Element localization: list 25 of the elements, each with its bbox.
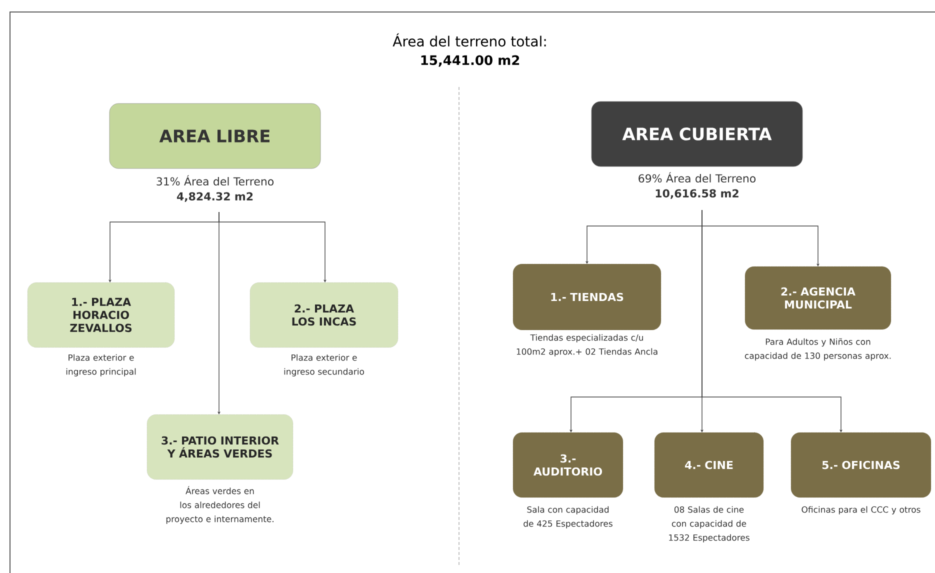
description-text: Para Adultos y Niños con capacidad de 130 personas aprox. <box>744 338 891 361</box>
subcategory-box: 4.- CINE <box>654 432 764 498</box>
description-text: Plaza exterior e ingreso principal <box>66 354 136 376</box>
subcategory-box: 1.- TIENDAS <box>512 264 662 330</box>
subcategory-box: 2.- AGENCIA MUNICIPAL <box>744 266 892 330</box>
area-value: 4,824.32 m2 <box>176 192 253 202</box>
subcategory-box: 3.- PATIO INTERIOR Y ÁREAS VERDES <box>146 414 294 480</box>
description-text: 08 Salas de cine con capacidad de 1532 Espectadores <box>669 506 750 542</box>
arrow <box>702 210 843 432</box>
area-value: 10,616.58 m2 <box>656 189 738 199</box>
subcategory-box: 3.- AUDITORIO <box>512 432 624 498</box>
percentage-text: 31% Área del Terreno <box>156 175 274 186</box>
description-text: Tiendas especializadas c/u 100m2 aprox.+ 02 Tiendas Ancla <box>516 334 658 356</box>
subcategory-box: 5.- OFICINAS <box>790 432 932 498</box>
subcategory-box: 2.- PLAZA LOS INCAS <box>250 282 398 348</box>
subcategory-box: 1.- PLAZA HORACIO ZEVALLOS <box>27 282 175 348</box>
title-text: Área del terreno total: <box>392 33 546 47</box>
description-text: Sala con capacidad de 425 Espectadores <box>524 506 612 528</box>
total-area-value: 15,441.00 m2 <box>421 55 520 67</box>
category-box: AREA CUBIERTA <box>591 101 803 167</box>
description-text: Oficinas para el CCC y otros <box>802 506 920 514</box>
category-box: AREA LIBRE <box>109 103 321 169</box>
description-text: Áreas verdes en los alrededores del proyecto e internamente. <box>166 486 274 524</box>
description-text: Plaza exterior e ingreso secundario <box>284 354 364 376</box>
percentage-text: 69% Área del Terreno <box>638 172 756 183</box>
